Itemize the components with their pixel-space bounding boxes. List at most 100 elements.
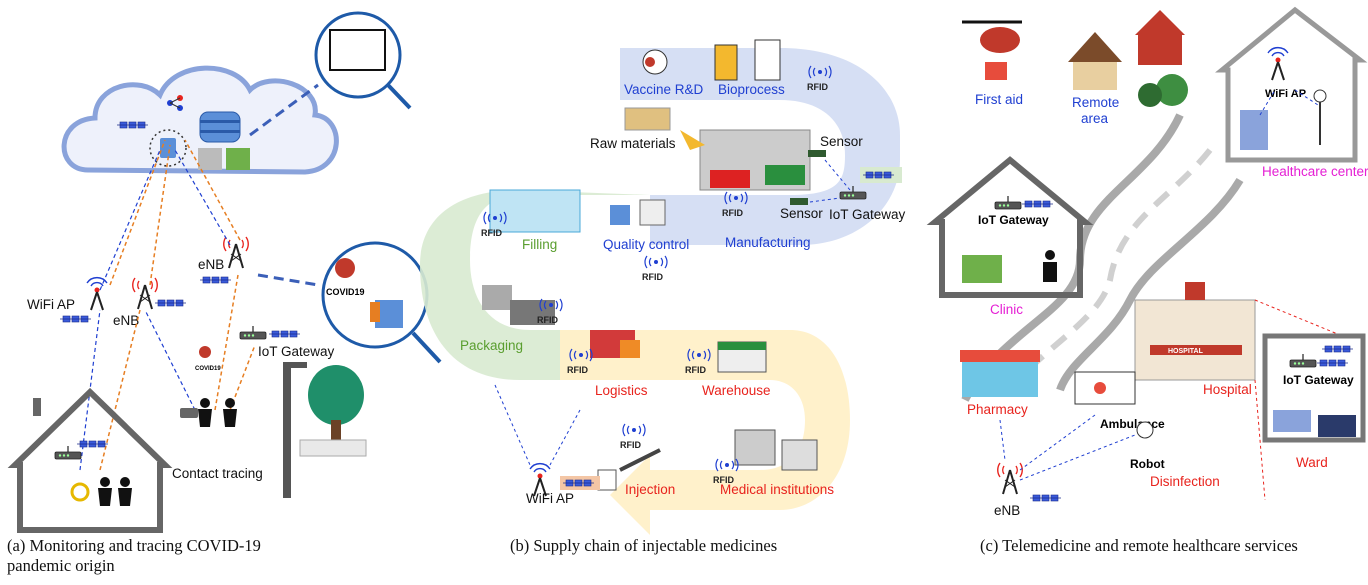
caption-b: (b) Supply chain of injectable medicines [510, 536, 778, 555]
wifi-ap-label: WiFi AP [27, 297, 75, 312]
vaccine-icon [642, 49, 668, 75]
trees-icon [1138, 74, 1188, 107]
manufacturing-label: Manufacturing [725, 235, 811, 250]
remote-label-2: area [1081, 111, 1109, 126]
robot-icon [1136, 421, 1154, 439]
cloud-hub-icon [149, 129, 187, 167]
healthcare-center-house [1215, 6, 1368, 163]
clinic-bed-icon [962, 255, 1002, 283]
vaccine-rd-label: Vaccine R&D [624, 82, 704, 97]
iot-gateway-label: IoT Gateway [258, 344, 335, 359]
enb-top-label: eNB [198, 257, 224, 272]
packaging-machine-icon [482, 285, 555, 325]
svg-text:RFID: RFID [807, 82, 828, 92]
svg-text:RFID: RFID [685, 365, 706, 375]
helicopter-icon [962, 20, 1022, 80]
wifi-ap-b-label: WiFi AP [526, 491, 574, 506]
clinic-house [926, 156, 1094, 298]
svg-text:RFID: RFID [567, 365, 588, 375]
vials-icon [489, 189, 581, 233]
microscope-icon [610, 199, 666, 226]
covid-small-label: COVID19 [195, 366, 221, 372]
svg-text:RFID: RFID [642, 272, 663, 282]
ambulance-icon [1074, 371, 1136, 405]
contact-person-1 [198, 398, 212, 427]
truck-icon [590, 330, 640, 358]
quality-control-label: Quality control [603, 237, 689, 252]
bioprocess-label: Bioprocess [718, 82, 785, 97]
street-lamp [283, 368, 291, 498]
enb-c-label: eNB [994, 503, 1020, 518]
sensor-top-label: Sensor [820, 134, 863, 149]
iot-gateway-b-label: IoT Gateway [829, 207, 906, 222]
panel-c: First aid Remote area WiFi AP Healthcare… [926, 6, 1368, 518]
logistics-label: Logistics [595, 383, 648, 398]
doctor-icon [1043, 250, 1057, 282]
filling-label: Filling [522, 237, 557, 252]
virus-icon [335, 258, 355, 278]
clinic-label: Clinic [990, 302, 1023, 317]
flow-ribbon-bottom [560, 330, 850, 535]
raw-materials-label: Raw materials [590, 136, 676, 151]
sensor-bottom-icon [790, 198, 808, 205]
disinfection-label: Disinfection [1150, 474, 1220, 489]
bench [299, 439, 367, 457]
robot-label: Robot [1130, 457, 1165, 471]
database-icon [199, 111, 241, 143]
sensor-top-icon [808, 150, 826, 157]
ward-desk-icon [1318, 415, 1356, 437]
medical-institutions-label: Medical institutions [720, 482, 834, 497]
enb-top-tower [222, 236, 250, 269]
patient-body-icon [1313, 89, 1327, 145]
neural-net-icon [167, 95, 183, 111]
raw-materials-icon [624, 107, 671, 131]
sensor-bottom-label: Sensor [780, 206, 823, 221]
injection-label: Injection [625, 482, 675, 497]
hospital-sign: HOSPITAL [1168, 348, 1204, 355]
figure-canvas: COVID19 eNB eNB WiFi AP IoT Gateway COVI… [7, 6, 1368, 535]
enb-c-tower [996, 462, 1024, 495]
caption-c: (c) Telemedicine and remote healthcare s… [980, 536, 1298, 555]
iot-gateway-clinic-label: IoT Gateway [978, 213, 1049, 227]
ward-label: Ward [1296, 455, 1328, 470]
iot-gateway-icon [239, 325, 267, 340]
ward-bed-icon [1273, 410, 1311, 432]
hospital-buildings-icon [734, 429, 818, 471]
ward-frame [1262, 333, 1366, 443]
warehouse-label: Warehouse [702, 383, 771, 398]
contact-person-2 [223, 398, 237, 427]
remote-label-1: Remote [1072, 95, 1119, 110]
pharmacy-label: Pharmacy [967, 402, 1028, 417]
iot-gateway-ward-label: IoT Gateway [1283, 373, 1354, 387]
healthcare-center-label: Healthcare center [1262, 164, 1368, 179]
barn-icon [1135, 10, 1185, 65]
wifi-ap-icon [86, 276, 108, 311]
first-aid-label: First aid [975, 92, 1023, 107]
factory-icon [699, 129, 811, 191]
svg-text:RFID: RFID [713, 475, 734, 485]
svg-text:RFID: RFID [481, 228, 502, 238]
enb-left-tower [131, 277, 159, 310]
hospital-building [1134, 282, 1256, 381]
code-screen-icon [329, 29, 386, 71]
packaging-label: Packaging [460, 338, 523, 353]
svg-text:RFID: RFID [620, 440, 641, 450]
bioprocess-icon [714, 39, 781, 81]
monitor-equipment-icon [1240, 110, 1268, 150]
enb-left-label: eNB [113, 313, 139, 328]
hospital-label: Hospital [1203, 382, 1252, 397]
panel-b: RFID RFID RFID RFID RFID RFID RFID RFID … [420, 39, 906, 535]
svg-text:RFID: RFID [722, 208, 743, 218]
server-icon [198, 148, 250, 170]
panel-a: COVID19 eNB eNB WiFi AP IoT Gateway COVI… [7, 11, 442, 533]
wifi-ap-c-label: WiFi AP [1265, 88, 1306, 100]
svg-text:RFID: RFID [537, 315, 558, 325]
caption-a: (a) Monitoring and tracing COVID-19 pand… [7, 536, 261, 575]
flow-ribbon-top [620, 48, 900, 245]
warehouse-icon [717, 341, 767, 373]
pharmacy-building [960, 350, 1040, 397]
tree [308, 365, 364, 425]
covid-big-label: COVID19 [326, 287, 365, 297]
home-house [7, 387, 173, 533]
ambulance-label: Ambulance [1100, 417, 1165, 431]
